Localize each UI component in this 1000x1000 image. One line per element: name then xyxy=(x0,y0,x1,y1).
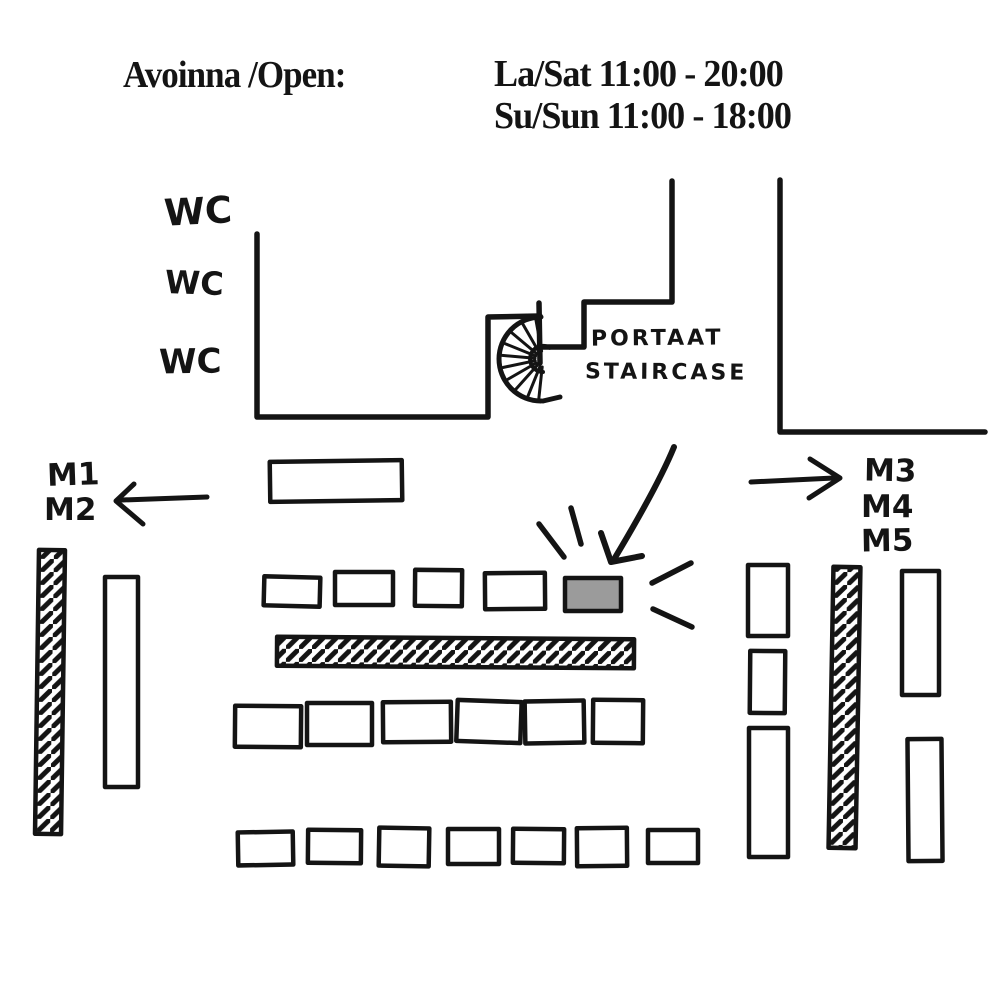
hatched-counter xyxy=(274,634,637,671)
booth-rect xyxy=(332,569,396,608)
exit-label-m1: M1 xyxy=(46,456,101,494)
hatched-column-left xyxy=(32,547,68,837)
exit-label-m4: M4 xyxy=(861,489,914,525)
booth-rect xyxy=(747,648,788,716)
arrow-left-to-m1-m2-icon xyxy=(113,481,210,527)
wall-left-room xyxy=(254,231,543,420)
booth-rect xyxy=(482,570,548,612)
exit-label-m3: M3 xyxy=(863,452,917,490)
wall-right-room xyxy=(777,177,988,435)
hours-sunday: Su/Sun 11:00 - 18:00 xyxy=(494,95,792,137)
wc-label-3: WC xyxy=(158,341,222,383)
booth-rect xyxy=(304,700,375,748)
booth-rect xyxy=(574,825,630,869)
booths xyxy=(32,457,945,869)
wc-label-2: WC xyxy=(164,262,225,304)
booth-rect xyxy=(235,829,296,868)
exit-label-m5: M5 xyxy=(860,522,914,560)
emphasis-rays-icon xyxy=(536,505,695,630)
booth-rect xyxy=(522,698,587,746)
booth-rect xyxy=(267,457,405,505)
booth-rect xyxy=(232,703,304,750)
arrow-right-to-m3-m4-m5-icon xyxy=(748,456,843,501)
booth-rect xyxy=(746,725,791,860)
booth-rect xyxy=(745,562,791,639)
highlighted-booth xyxy=(562,575,624,614)
open-hours-title: Avoinna /Open: xyxy=(123,54,346,96)
booth-rect xyxy=(102,574,141,790)
booth-rect xyxy=(445,826,502,867)
hours-saturday: La/Sat 11:00 - 20:00 xyxy=(494,53,784,95)
exit-label-m2: M2 xyxy=(44,492,97,528)
booth-rect xyxy=(590,697,646,746)
arrow-highlight-booth-icon xyxy=(598,444,677,565)
booth-rect xyxy=(305,827,364,866)
staircase-label-finnish: PORTAAT xyxy=(590,325,724,352)
booth-rect xyxy=(899,568,942,698)
booth-rect xyxy=(645,827,701,866)
wc-label-1: WC xyxy=(162,188,234,235)
staircase-label-english: STAIRCASE xyxy=(584,359,748,386)
booth-rect xyxy=(510,826,567,866)
spiral-staircase-icon xyxy=(496,314,563,404)
booth-rect xyxy=(261,574,323,609)
booth-rect xyxy=(380,699,454,745)
booth-rect xyxy=(454,697,524,746)
hatched-column-right xyxy=(826,564,863,851)
opening-hours: La/Sat 11:00 - 20:00 Su/Sun 11:00 - 18:0… xyxy=(494,53,792,137)
booth-rect xyxy=(905,736,945,864)
booth-rect xyxy=(412,567,465,609)
booth-rect xyxy=(376,825,432,869)
